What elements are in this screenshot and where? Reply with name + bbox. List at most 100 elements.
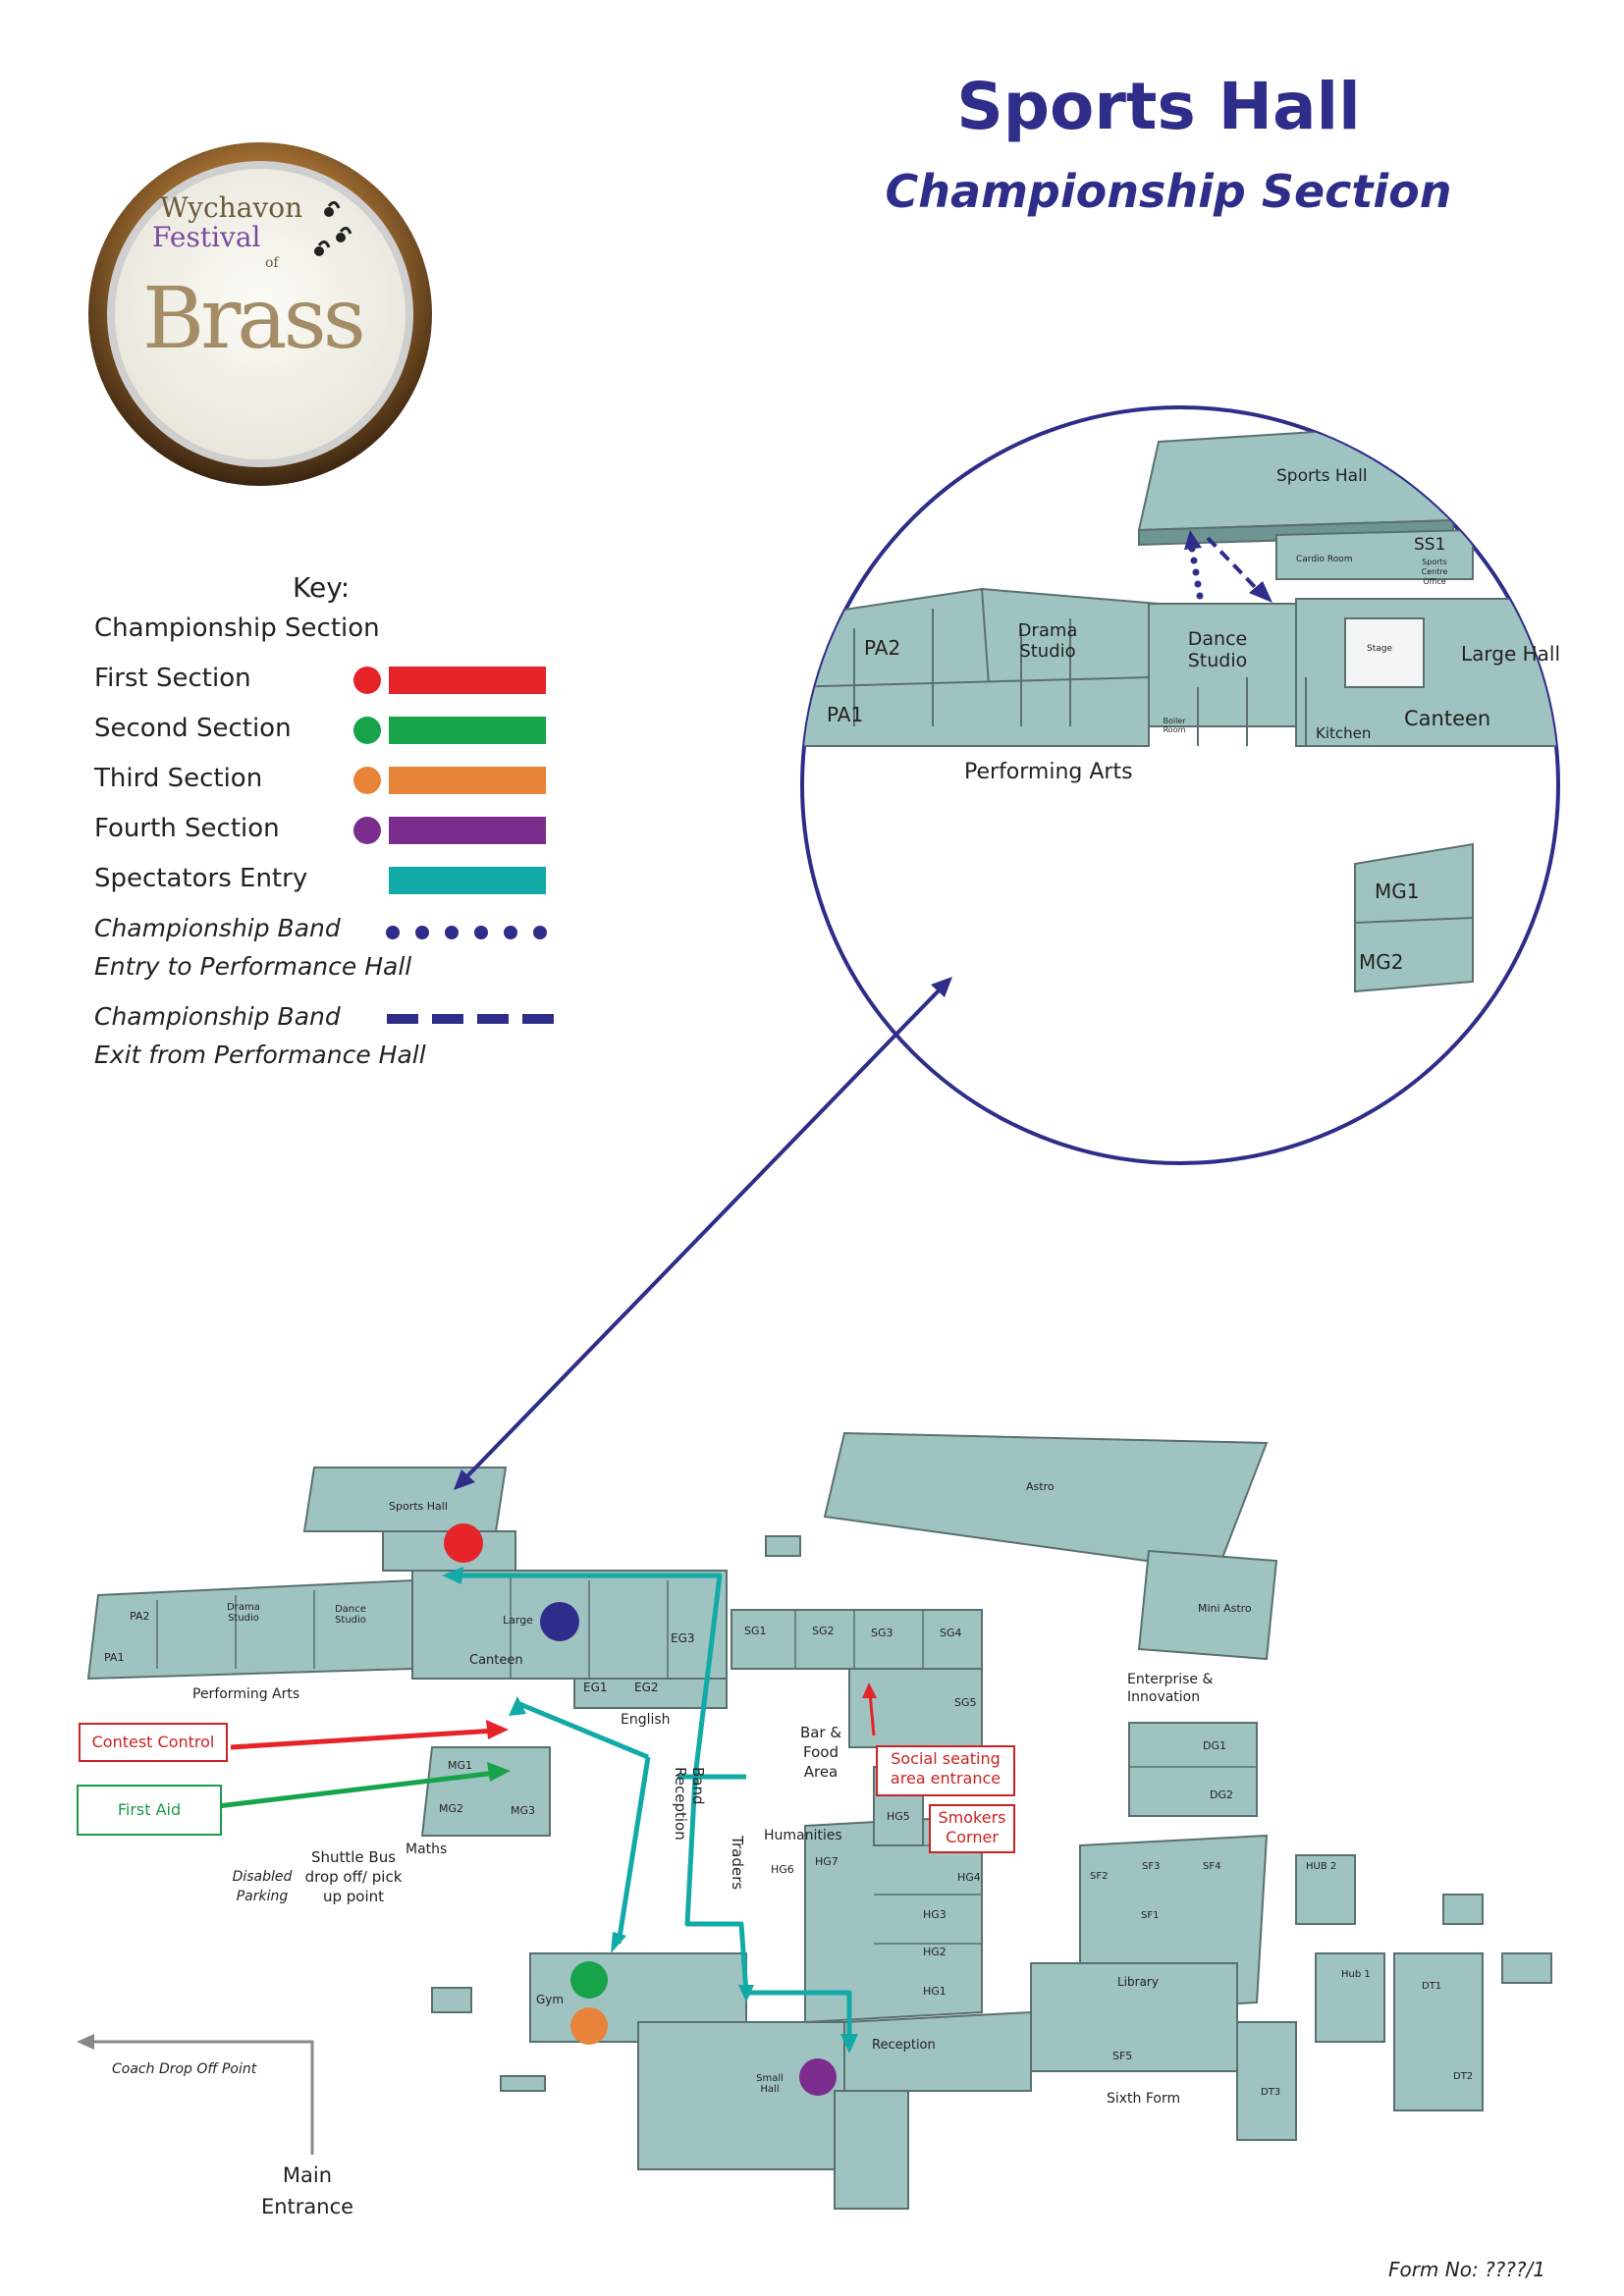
key-item-label: Fourth Section <box>94 814 280 843</box>
key-item-spectators: Spectators Entry <box>94 864 546 897</box>
key-entry-line1: Championship Band <box>94 914 341 942</box>
first-section-marker-icon <box>444 1523 483 1563</box>
map-label-shuttle-bus: Shuttle Bus drop off/ pick up point <box>304 1848 403 1905</box>
logo-text-brass: Brass <box>142 270 366 368</box>
festival-logo: Wychavon Festival of Brass <box>83 137 437 491</box>
key-item-second: Second Section <box>94 714 546 747</box>
map-label-sg5: SG5 <box>954 1696 977 1709</box>
third-section-marker-icon <box>570 2007 608 2045</box>
first-aid-callout: First Aid <box>77 1785 222 1836</box>
inset-label-sports-hall: Sports Hall <box>1276 466 1368 486</box>
map-label-sf5: SF5 <box>1112 2050 1133 2062</box>
map-label-pa2: PA2 <box>130 1610 150 1623</box>
inset-label-performing-arts: Performing Arts <box>964 760 1133 784</box>
key-entry-line2: Entry to Performance Hall <box>94 952 412 981</box>
map-label-coach-drop-off: Coach Drop Off Point <box>112 2061 257 2077</box>
map-label-mini-astro: Mini Astro <box>1198 1602 1252 1615</box>
form-number: Form No: ????/1 <box>1387 2258 1545 2281</box>
inset-label-boiler-room: Boiler Room <box>1163 717 1186 734</box>
smokers-corner-callout: Smokers Corner <box>929 1804 1015 1853</box>
map-label-hub2: HUB 2 <box>1306 1861 1337 1872</box>
map-label-sf3: SF3 <box>1142 1861 1161 1872</box>
purple-dot-icon <box>353 817 381 844</box>
key-entry-label: Championship Band Entry to Performance H… <box>94 909 411 986</box>
key-item-fourth: Fourth Section <box>94 814 546 847</box>
map-label-maths: Maths <box>406 1842 448 1857</box>
inset-label-cardio-room: Cardio Room <box>1296 555 1353 564</box>
key-item-label: Third Section <box>94 764 263 793</box>
map-label-band-reception: Band Reception <box>672 1767 707 1841</box>
red-dot-icon <box>353 667 381 694</box>
logo-text-of: of <box>265 255 279 271</box>
inset-label-canteen: Canteen <box>1404 707 1491 730</box>
map-label-sf4: SF4 <box>1203 1861 1221 1872</box>
contest-control-callout: Contest Control <box>79 1723 228 1762</box>
inset-label-pa1: PA1 <box>827 703 864 726</box>
inset-label-stage: Stage <box>1367 644 1393 654</box>
map-label-hg2: HG2 <box>923 1946 947 1958</box>
astro-pitch <box>823 1431 1269 1573</box>
second-section-marker-icon <box>570 1961 608 1999</box>
inset-label-kitchen: Kitchen <box>1316 724 1372 742</box>
key-item-label: First Section <box>94 664 251 693</box>
map-label-sf2: SF2 <box>1090 1871 1109 1882</box>
logo-text-festival: Festival <box>152 221 261 253</box>
map-label-canteen: Canteen <box>469 1653 523 1668</box>
map-label-traders: Traders <box>729 1836 746 1891</box>
map-label-eg2: EG2 <box>634 1681 659 1694</box>
map-label-hg6: HG6 <box>771 1863 794 1876</box>
inset-label-mg1: MG1 <box>1375 880 1420 903</box>
map-label-mg1: MG1 <box>448 1759 473 1772</box>
inset-label-mg2: MG2 <box>1359 950 1404 974</box>
dotted-line-swatch <box>386 926 547 939</box>
social-seating-callout: Social seating area entrance <box>876 1745 1015 1796</box>
map-label-dt1: DT1 <box>1422 1981 1442 1992</box>
green-line-swatch <box>389 717 546 744</box>
key-heading: Key: <box>293 571 351 604</box>
key-item-label: Second Section <box>94 714 292 743</box>
page-subtitle: Championship Section <box>885 165 1452 218</box>
map-label-eg3: EG3 <box>671 1631 695 1645</box>
map-label-bar-food: Bar & Food Area <box>799 1724 842 1781</box>
map-label-library: Library <box>1117 1975 1159 1989</box>
inset-label-pa2: PA2 <box>864 636 901 660</box>
purple-line-swatch <box>389 817 546 844</box>
map-label-sg1: SG1 <box>744 1625 767 1637</box>
map-label-hub1: Hub 1 <box>1341 1969 1371 1980</box>
map-label-dt3: DT3 <box>1261 2087 1281 2098</box>
map-label-sg4: SG4 <box>940 1627 962 1639</box>
map-label-mg3: MG3 <box>511 1804 536 1817</box>
map-label-sg3: SG3 <box>871 1627 893 1639</box>
map-label-humanities: Humanities <box>764 1828 842 1843</box>
inset-label-ss1: SS1 <box>1414 535 1446 555</box>
map-label-dt2: DT2 <box>1453 2071 1474 2082</box>
map-label-eg1: EG1 <box>583 1681 608 1694</box>
dashed-line-swatch <box>387 1014 554 1024</box>
inset-label-dance-studio: Dance Studio <box>1187 628 1248 671</box>
map-label-sixth-form: Sixth Form <box>1107 2091 1181 2107</box>
key-item-first: First Section <box>94 664 546 697</box>
map-label-reception: Reception <box>872 2038 936 2053</box>
map-label-disabled-parking: Disabled Parking <box>232 1869 293 1904</box>
map-label-hg5: HG5 <box>887 1810 910 1823</box>
map-label-drama: Drama Studio <box>227 1602 260 1624</box>
key-item-label: Spectators Entry <box>94 864 308 893</box>
logo-emblem-icon <box>88 142 432 486</box>
inset-label-drama-studio: Drama Studio <box>1017 620 1078 662</box>
map-label-hg7: HG7 <box>815 1855 839 1868</box>
main-entrance-line1: Main <box>282 2163 333 2187</box>
key-item-third: Third Section <box>94 764 546 797</box>
map-label-large: Large <box>503 1614 533 1627</box>
map-label-small-hall: Small Hall <box>756 2073 784 2095</box>
map-label-hg1: HG1 <box>923 1985 947 1998</box>
map-label-dg1: DG1 <box>1203 1739 1226 1752</box>
inset-label-large-hall: Large Hall <box>1461 642 1561 666</box>
map-label-sg2: SG2 <box>812 1625 835 1637</box>
map-label-pa1: PA1 <box>104 1651 125 1664</box>
key-exit-line2: Exit from Performance Hall <box>94 1041 426 1069</box>
map-label-dg2: DG2 <box>1210 1789 1233 1801</box>
main-entrance-line2: Entrance <box>260 2195 354 2218</box>
map-label-performing-arts: Performing Arts <box>192 1686 300 1702</box>
